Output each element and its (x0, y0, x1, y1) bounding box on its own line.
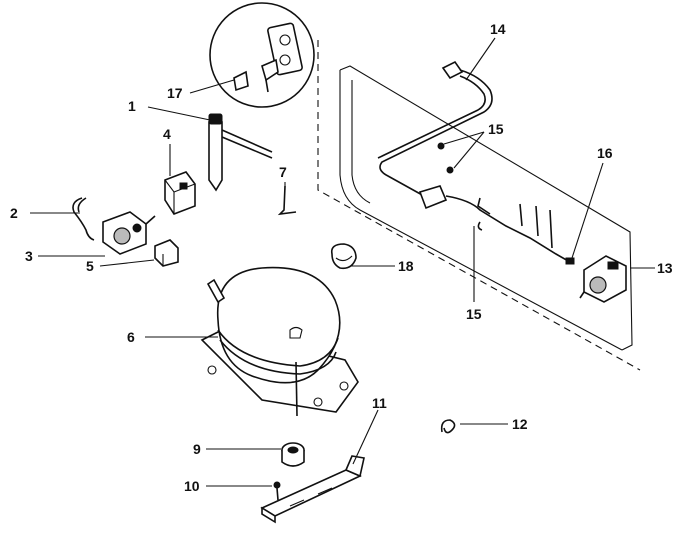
callout-18: 18 (398, 258, 414, 274)
part-13-control (579, 255, 627, 303)
part-6-compressor (200, 266, 359, 417)
part-14-wire-harness (377, 60, 571, 263)
part-7-clip (277, 185, 297, 216)
part-2-cord (72, 197, 95, 241)
callout-1: 1 (128, 98, 136, 114)
part-18-grommet (330, 243, 357, 270)
part-3-overload (102, 211, 156, 255)
part-4-relay (164, 171, 196, 215)
part-11-bracket (260, 455, 365, 524)
callout-labels: 1 2 3 4 5 6 7 9 10 11 12 13 14 15 15 16 … (10, 21, 673, 494)
callout-17: 17 (167, 85, 183, 101)
part-9-grommet (281, 442, 305, 467)
callout-4: 4 (163, 126, 171, 142)
part-5-clip (154, 239, 179, 267)
part-10-screw (273, 481, 281, 501)
callout-5: 5 (86, 258, 94, 274)
callout-15-lower: 15 (466, 306, 482, 322)
part-15-screws (437, 142, 483, 231)
callout-15-upper: 15 (488, 121, 504, 137)
callout-10: 10 (184, 478, 200, 494)
part-16-connector (565, 257, 575, 265)
callout-6: 6 (127, 329, 135, 345)
callout-11: 11 (372, 395, 387, 411)
part-12-clip (440, 419, 456, 434)
callout-7: 7 (279, 164, 287, 180)
cabinet-outline (317, 40, 641, 371)
callout-9: 9 (193, 441, 201, 457)
inset-detail-circle (209, 2, 315, 108)
leader-lines (30, 37, 655, 487)
callout-16: 16 (597, 145, 613, 161)
callout-3: 3 (25, 248, 33, 264)
part-1-tube (208, 113, 273, 192)
callout-14: 14 (490, 21, 506, 37)
callout-2: 2 (10, 205, 18, 221)
callout-13: 13 (657, 260, 673, 276)
callout-12: 12 (512, 416, 528, 432)
